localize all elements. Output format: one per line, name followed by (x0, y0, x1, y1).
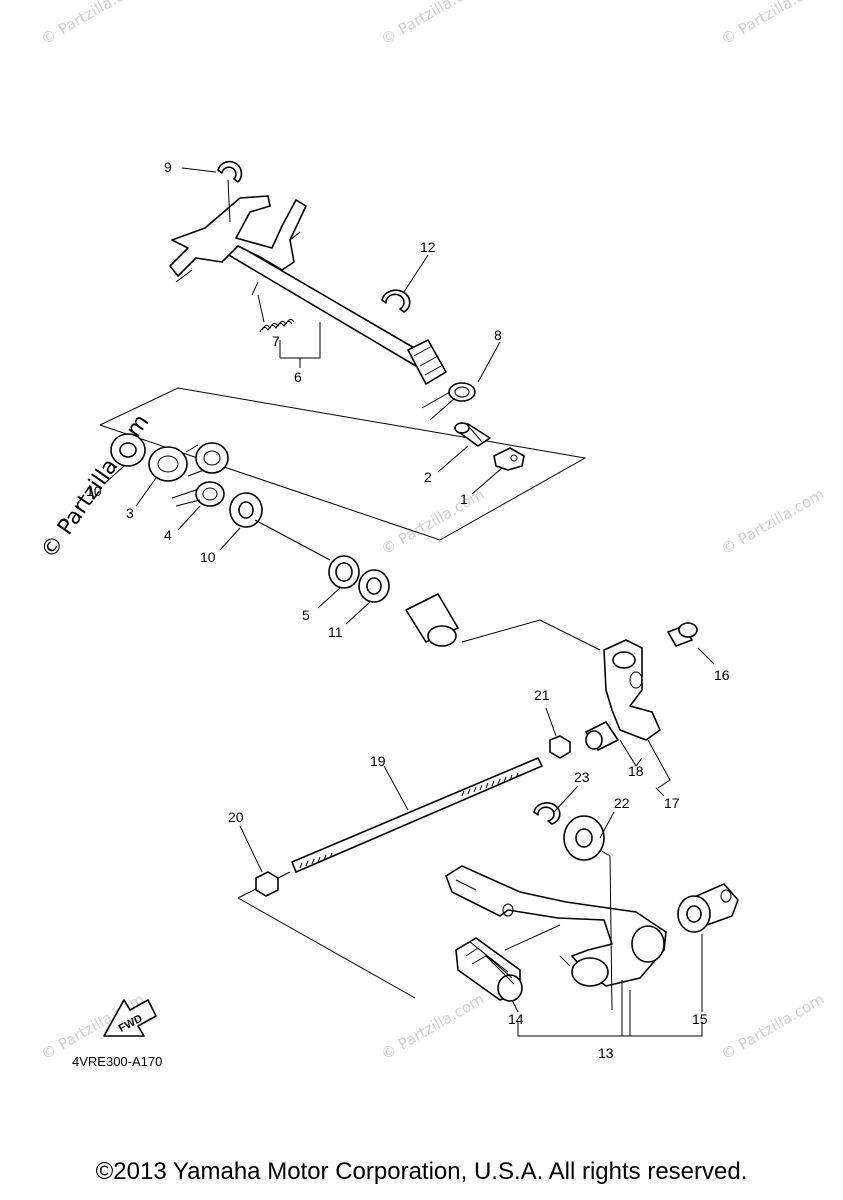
callout-22: 22 (614, 795, 630, 811)
callout-19: 19 (370, 753, 386, 769)
shift-rod (291, 757, 543, 873)
nut (549, 735, 571, 759)
callout-10: 10 (200, 549, 216, 565)
washer (110, 433, 146, 467)
washer (563, 815, 605, 861)
circlip (533, 802, 561, 825)
rod-nut (255, 871, 279, 897)
callout-15: 15 (692, 1011, 708, 1027)
parts-diagram: © Partzilla.com © Partzilla.com © Partzi… (36, 0, 827, 1069)
shaft-end (405, 593, 459, 647)
stopper-bolt (454, 422, 491, 447)
shift-drum-segment (148, 442, 229, 482)
callout-6: 6 (294, 369, 302, 385)
rod-end (677, 883, 739, 933)
callout-1: 1 (460, 491, 468, 507)
watermark-text: © Partzilla.com (378, 990, 487, 1063)
circlip (217, 160, 243, 183)
callout-2: 2 (424, 469, 432, 485)
callout-8: 8 (494, 327, 502, 343)
callout-12: 12 (420, 239, 436, 255)
callout-5: 5 (302, 607, 310, 623)
callout-21: 21 (534, 687, 550, 703)
leader-lines (103, 167, 715, 1037)
shift-arm (169, 195, 307, 277)
callout-16: 16 (714, 667, 730, 683)
callout-3: 3 (126, 505, 134, 521)
shift-shaft-assembly (169, 160, 476, 421)
circlip (381, 289, 411, 313)
callout-13: 13 (598, 1045, 614, 1061)
oil-seal (328, 555, 360, 589)
torsion-spring (171, 481, 225, 507)
callout-9: 9 (164, 159, 172, 175)
pinch-bolt (667, 622, 698, 647)
watermark-text: © Partzilla.com (718, 485, 827, 558)
callout-7: 7 (272, 333, 280, 349)
return-spring (251, 281, 295, 333)
washer (229, 492, 263, 528)
shift-arm-assembly (585, 639, 661, 751)
callout-18: 18 (628, 763, 644, 779)
washer (358, 569, 390, 603)
callout-17: 17 (664, 795, 680, 811)
torsion-spring (421, 382, 476, 421)
fwd-arrow: FWD (103, 999, 157, 1037)
pedal-rubber (455, 937, 523, 1002)
callout-4: 4 (164, 527, 172, 543)
callout-11: 11 (328, 624, 343, 640)
group-outlines (99, 387, 587, 999)
callout-14: 14 (508, 1011, 524, 1027)
callout-10: 10 (86, 483, 102, 499)
watermark-text: © Partzilla.com (378, 0, 487, 48)
callout-23: 23 (574, 769, 590, 785)
callout-20: 20 (228, 809, 244, 825)
callout-labels: 9 12 7 6 8 2 1 10 3 4 10 5 11 16 21 18 1… (86, 159, 730, 1061)
copyright-notice: ©2013 Yamaha Motor Corporation, U.S.A. A… (95, 1158, 748, 1185)
diagram-code: 4VRE300-A170 (72, 1054, 162, 1069)
watermark-text: © Partzilla.com (38, 0, 147, 48)
watermark-text: © Partzilla.com (378, 485, 487, 558)
watermark-text: © Partzilla.com (718, 990, 827, 1063)
watermark-text: © Partzilla.com (718, 0, 827, 48)
stopper-plate (493, 447, 525, 471)
